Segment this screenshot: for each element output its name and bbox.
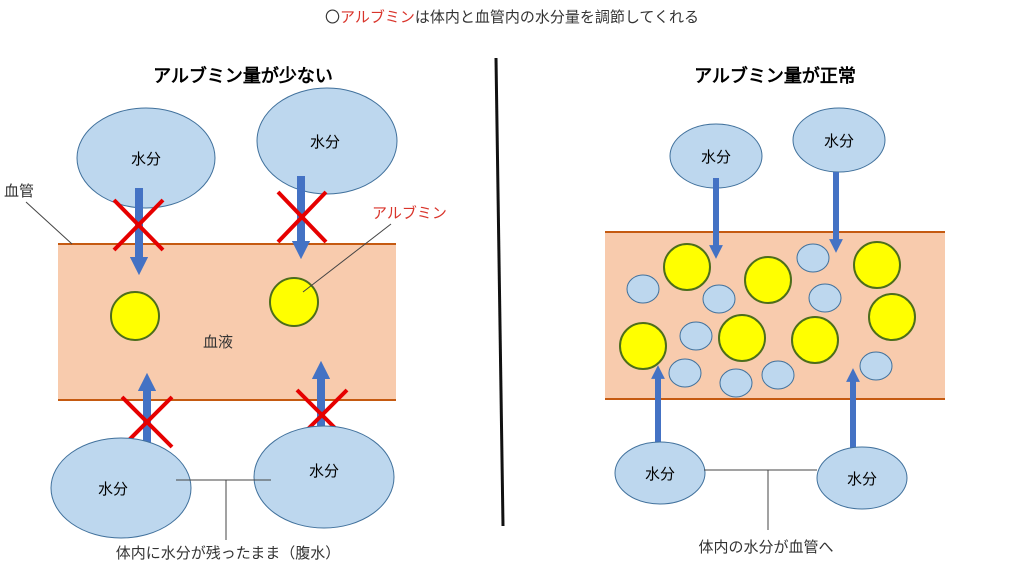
left-caption: 体内に水分が残ったまま（腹水） — [116, 544, 341, 562]
right-title: アルブミン量が正常 — [694, 65, 856, 87]
left-title: アルブミン量が少ない — [153, 65, 333, 87]
left-blood-vessel — [58, 244, 396, 400]
water-particle — [796, 243, 830, 273]
vessel-leader-line — [25, 201, 73, 245]
water-label: 水分 — [701, 148, 731, 166]
albumin-particle — [663, 243, 711, 291]
water-blob — [614, 441, 706, 505]
water-label: 水分 — [131, 150, 161, 168]
vessel-label: 血管 — [4, 182, 34, 200]
water-label: 水分 — [824, 132, 854, 150]
water-blob — [256, 87, 398, 195]
albumin-group — [619, 241, 916, 370]
water-particle-group — [626, 243, 893, 398]
albumin-particle — [853, 241, 901, 289]
water-label: 水分 — [309, 462, 339, 480]
water-blob — [816, 446, 908, 510]
albumin-particle — [619, 322, 667, 370]
albumin-particle — [269, 277, 319, 327]
water-blob — [253, 425, 395, 529]
water-label: 水分 — [645, 465, 675, 483]
water-particle — [668, 358, 702, 388]
water-particle — [626, 274, 660, 304]
albumin-particle — [744, 256, 792, 304]
albumin-leader-line — [302, 223, 392, 293]
header-text: 〇アルブミンは体内と血管内の水分量を調節してくれる — [325, 8, 699, 26]
water-particle — [719, 368, 753, 398]
albumin-particle — [791, 316, 839, 364]
albumin-particle — [718, 314, 766, 362]
water-particle — [859, 351, 893, 381]
water-label: 水分 — [310, 133, 340, 151]
water-blob — [50, 437, 192, 539]
water-label: 水分 — [847, 470, 877, 488]
water-particle — [808, 283, 842, 313]
water-particle — [702, 284, 736, 314]
albumin-label: アルブミン — [372, 204, 447, 222]
water-particle — [679, 321, 713, 351]
albumin-particle — [110, 291, 160, 341]
albumin-particle — [868, 293, 916, 341]
water-blob — [76, 107, 216, 209]
panel-divider — [494, 57, 505, 527]
blood-label: 血液 — [203, 333, 233, 351]
cross-mark-icon — [276, 190, 328, 244]
water-particle — [761, 360, 795, 390]
water-label: 水分 — [98, 480, 128, 498]
cross-mark-icon — [112, 198, 165, 252]
right-caption: 体内の水分が血管へ — [698, 538, 833, 556]
